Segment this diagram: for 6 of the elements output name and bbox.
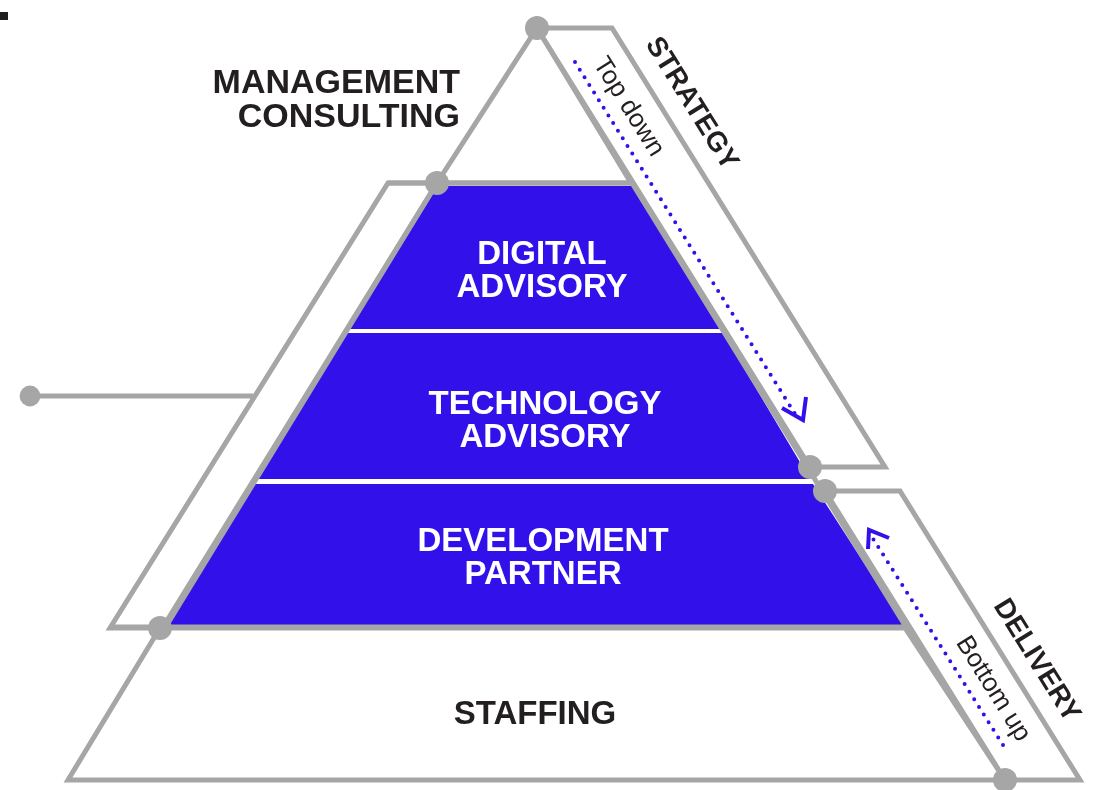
- tier-title: STAFFING: [452, 695, 618, 729]
- tier-title: DIGITAL ADVISORY: [455, 236, 629, 302]
- leader-line: [19, 385, 253, 407]
- tier-title: MANAGEMENT CONSULTING: [211, 64, 460, 132]
- tier-title: TECHNOLOGY ADVISORY: [427, 386, 663, 452]
- tier-title: DEVELOPMENT PARTNER: [416, 523, 670, 589]
